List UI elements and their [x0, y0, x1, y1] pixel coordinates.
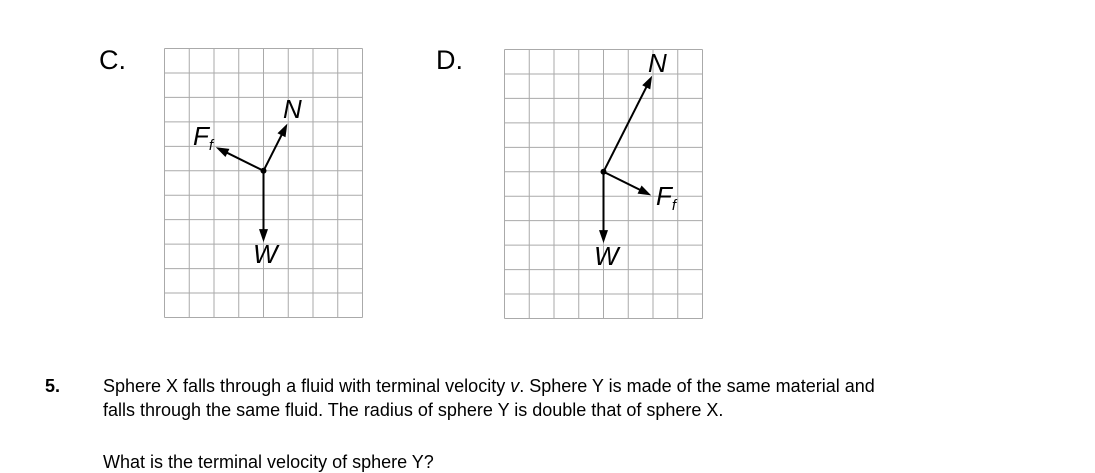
force-diagram-c: N FfW: [164, 48, 363, 318]
vector-weight-arrowhead: [599, 230, 608, 244]
vector-weight-label: W: [253, 239, 280, 269]
vector-origin-dot: [260, 167, 267, 174]
vector-normal-force-label: N: [648, 49, 667, 78]
question-line1-post: . Sphere Y is made of the same material …: [519, 376, 875, 396]
vector-friction-force-label: Ff: [193, 121, 215, 154]
vector-normal-force: [262, 133, 284, 172]
vector-weight-arrowhead: [259, 229, 268, 243]
question-line1-pre: Sphere X falls through a fluid with term…: [103, 376, 511, 396]
question-followup: What is the terminal velocity of sphere …: [103, 452, 434, 472]
question-line1-variable: v: [510, 376, 520, 396]
vector-normal-force: [602, 85, 649, 173]
question-line2: falls through the same fluid. The radius…: [103, 400, 724, 420]
vector-friction-force-arrowhead: [215, 147, 230, 157]
question-number: 5.: [45, 376, 61, 396]
question-text: Sphere X falls through a fluid with term…: [103, 374, 1093, 422]
option-d-label: D.: [436, 45, 463, 75]
vector-friction-force-arrowhead: [637, 185, 652, 196]
vector-friction-force-label: Ff: [656, 181, 678, 214]
vector-origin-dot: [600, 168, 607, 175]
force-diagram-d: N FfW: [504, 49, 703, 319]
vector-normal-force-arrowhead: [277, 123, 288, 138]
vector-normal-force-arrowhead: [642, 75, 653, 90]
vector-normal-force-label: N: [283, 94, 302, 124]
vector-weight-label: W: [594, 241, 621, 271]
option-c-label: C.: [99, 45, 126, 75]
vector-friction-force: [603, 170, 642, 192]
vector-friction-force: [225, 151, 264, 172]
